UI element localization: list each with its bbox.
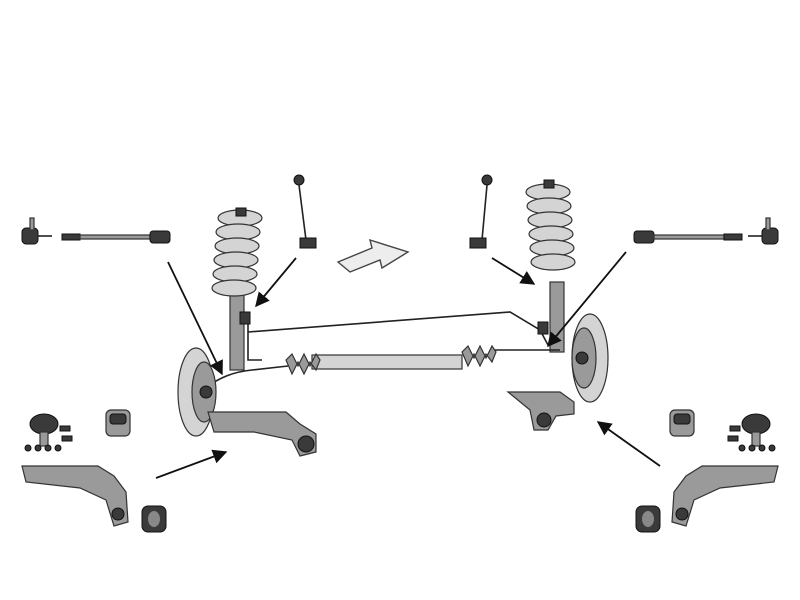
arrow-control-arm-left [155,449,228,479]
steering-rack-boot-icon [285,344,497,376]
brake-disc-hub-left-icon [177,347,217,437]
arrow-tie-rod-left [167,261,223,376]
control-arm-right-icon [671,465,779,527]
control-arm-left-icon [21,465,129,527]
arrow-link-right [491,257,536,285]
bolt-kit-right-icon [727,425,776,452]
arrow-tie-rod-right [547,251,627,348]
pointer-arrows [155,251,661,479]
stabilizer-link-right-icon [469,174,493,249]
control-arm-mounted-right-icon [506,391,575,431]
ball-joint-left-icon [29,413,59,447]
coil-spring-strut-left-icon [211,207,263,371]
bushing-right-upper-icon [669,409,695,437]
tie-rod-end-left-icon [21,217,52,245]
direction-arrow-icon [336,238,410,273]
tie-rod-right-icon [633,230,743,244]
stabilizer-bar-icon [207,311,560,387]
bushing-left-upper-icon [105,409,131,437]
tie-rod-end-right-icon [748,217,779,245]
ball-joint-right-icon [741,413,771,447]
stabilizer-link-left-icon [293,174,317,249]
bolt-kit-left-icon [24,425,73,452]
arrow-strut-left [255,257,297,308]
tie-rod-left-icon [61,230,171,244]
brake-disc-hub-right-icon [571,313,609,403]
arrow-control-arm-right [596,421,661,467]
bushing-right-lower-icon [635,505,661,533]
bushing-left-lower-icon [141,505,167,533]
control-arm-mounted-left-icon [207,411,317,457]
